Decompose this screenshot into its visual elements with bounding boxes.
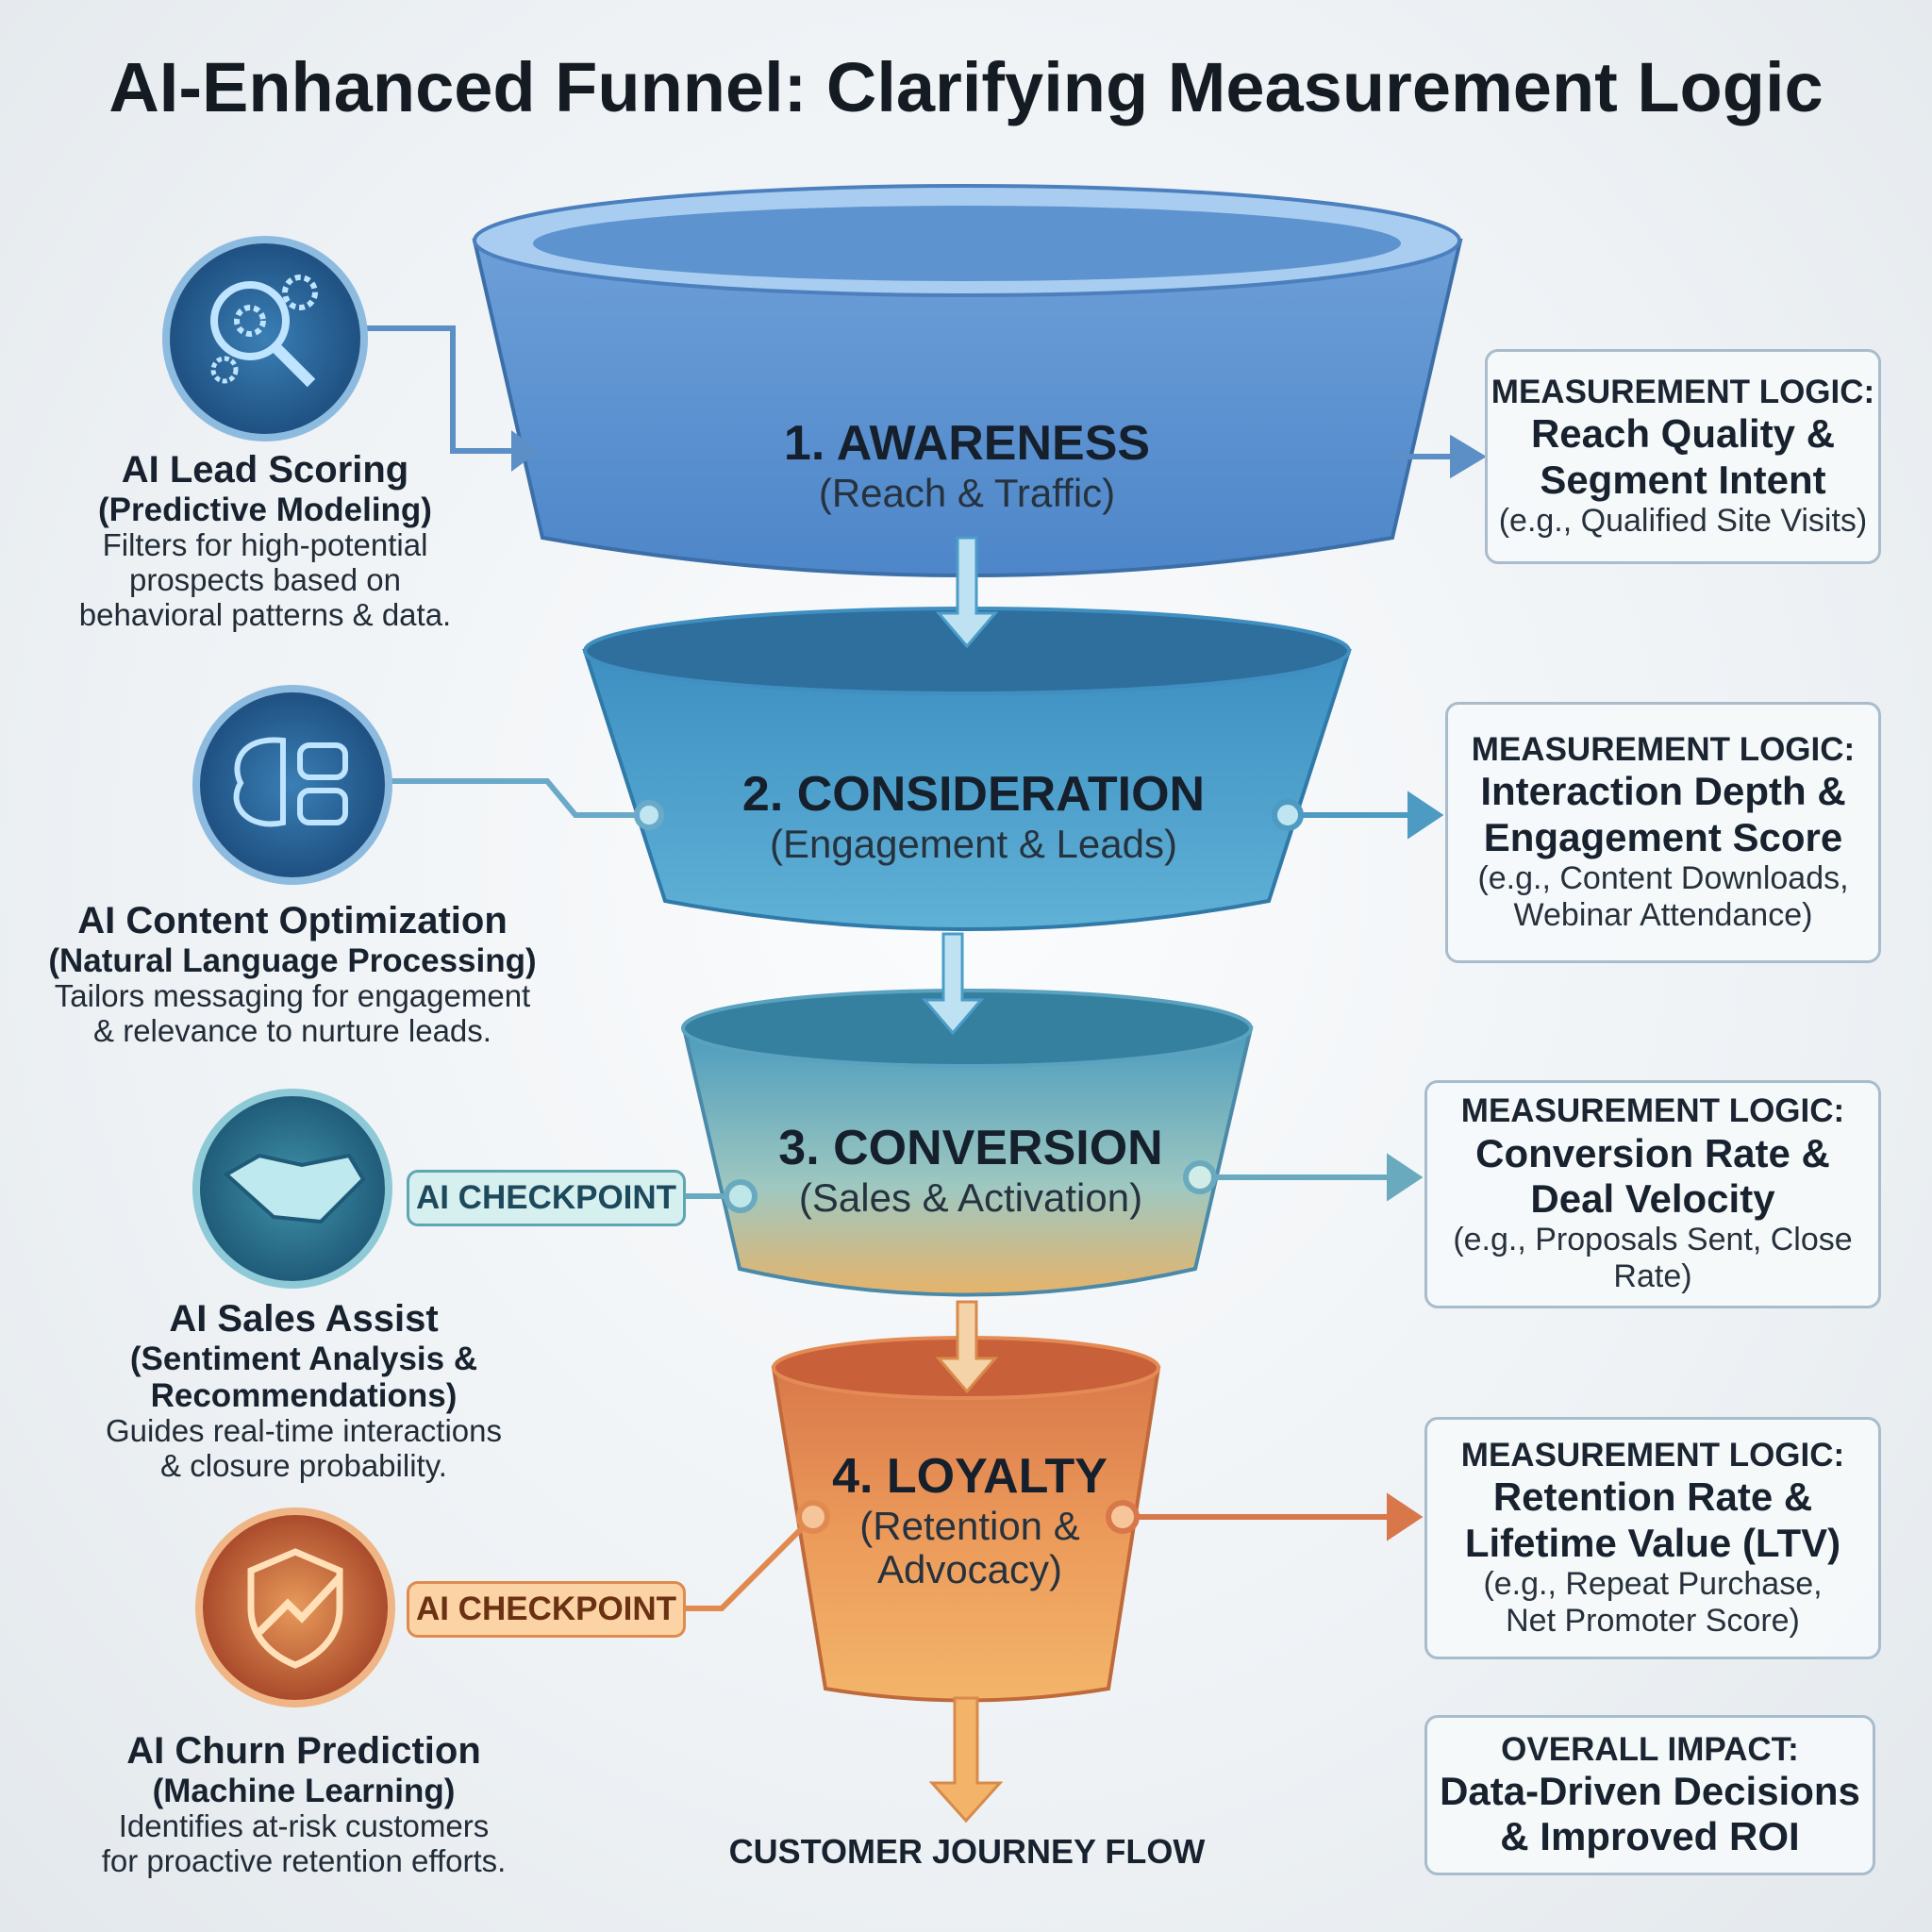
box-metric: & Improved ROI [1500,1814,1800,1859]
funnel-layer-consideration [582,607,1352,931]
stage-subtitle: (Retention & [859,1504,1080,1548]
brain-chat-icon [192,685,392,885]
box-metric: Retention Rate & [1492,1474,1813,1520]
stage-loyalty: 4. LOYALTY(Retention &Advocacy) [832,1448,1108,1591]
stage-subtitle: (Sales & Activation) [798,1175,1143,1220]
box-metric: Segment Intent [1540,457,1826,502]
box-header: OVERALL IMPACT: [1501,1730,1799,1768]
stage-conversion: 3. CONVERSION(Sales & Activation) [778,1120,1162,1220]
measurement-box-conversion: MEASUREMENT LOGIC:Conversion Rate &Deal … [1424,1080,1881,1308]
tool-title: AI Churn Prediction [126,1730,481,1772]
stage-subtitle: (Engagement & Leads) [770,822,1177,866]
box-header: MEASUREMENT LOGIC: [1460,1092,1845,1130]
gear-magnifier-icon [162,236,368,441]
box-example: (e.g., Repeat Purchase, [1483,1565,1823,1602]
tool-subtitle: (Natural Language Processing) [48,941,537,979]
tool-desc: for proactive retention efforts. [101,1842,507,1878]
box-example: (e.g., Qualified Site Visits) [1498,502,1868,539]
tool-title: AI Sales Assist [169,1298,439,1340]
tool-subtitle: (Machine Learning) [152,1772,456,1809]
tool-subtitle: Recommendations) [150,1376,458,1414]
handshake-icon [192,1089,392,1289]
measurement-box-loyalty: MEASUREMENT LOGIC:Retention Rate &Lifeti… [1424,1417,1881,1659]
box-example: (e.g., Proposals Sent, Close Rate) [1453,1222,1853,1295]
stage-awareness: 1. AWARENESS(Reach & Traffic) [784,415,1150,515]
customer-journey-flow-label: CUSTOMER JOURNEY FLOW [728,1832,1206,1871]
stage-title: 1. AWARENESS [783,416,1151,471]
stage-consideration: 2. CONSIDERATION(Engagement & Leads) [742,766,1205,866]
flow-arrows [921,536,1004,1824]
ai-lead-scoring: AI Lead Scoring(Predictive Modeling)Filt… [79,449,451,633]
tool-subtitle: (Sentiment Analysis & [129,1340,478,1377]
funnel-layer-conversion [681,989,1254,1297]
box-metric: Reach Quality & [1530,411,1836,457]
box-header: MEASUREMENT LOGIC: [1471,730,1856,768]
box-metric: Deal Velocity [1530,1176,1775,1222]
stage-title: 2. CONSIDERATION [741,767,1206,822]
box-example: Webinar Attendance) [1513,896,1813,933]
page-title: AI-Enhanced Funnel: Clarifying Measureme… [108,48,1824,126]
tool-desc: behavioral patterns & data. [78,596,452,632]
tool-title: AI Lead Scoring [121,449,409,491]
box-metric: Engagement Score [1483,814,1843,859]
stage-title: 3. CONVERSION [778,1121,1163,1175]
ai-checkpoint-badge: AI CHECKPOINT [407,1581,686,1638]
stage-title: 4. LOYALTY [832,1449,1108,1504]
funnel-layer-awareness [472,184,1463,577]
tool-desc: Identifies at-risk customers [118,1807,490,1843]
shield-trend-icon [195,1507,395,1707]
overall-impact-box: OVERALL IMPACT:Data-Driven Decisions& Im… [1424,1715,1875,1875]
tool-desc: & relevance to nurture leads. [93,1012,491,1048]
tool-desc: prospects based on [128,561,402,597]
box-example: (e.g., Content Downloads, [1477,859,1849,896]
ai-content-optimization: AI Content Optimization(Natural Language… [48,900,536,1049]
box-metric: Conversion Rate & [1475,1130,1830,1175]
box-metric: Data-Driven Decisions [1440,1768,1860,1813]
measurement-box-consideration: MEASUREMENT LOGIC:Interaction Depth &Eng… [1445,702,1881,963]
box-header: MEASUREMENT LOGIC: [1460,1436,1845,1474]
ai-checkpoint-badge: AI CHECKPOINT [407,1170,686,1226]
tool-desc: Filters for high-potential [102,526,428,562]
measurement-box-awareness: MEASUREMENT LOGIC:Reach Quality &Segment… [1485,349,1881,564]
stage-subtitle: Advocacy) [876,1547,1063,1592]
ai-sales-assist: AI Sales Assist(Sentiment Analysis &Reco… [106,1298,502,1484]
tool-desc: Tailors messaging for engagement [54,977,531,1013]
tool-subtitle: (Predictive Modeling) [98,491,432,528]
tool-title: AI Content Optimization [77,900,508,941]
box-metric: Interaction Depth & [1480,769,1846,814]
tool-desc: & closure probability. [160,1448,447,1484]
tool-desc: Guides real-time interactions [105,1413,503,1449]
box-metric: Lifetime Value (LTV) [1464,1520,1841,1565]
box-header: MEASUREMENT LOGIC: [1491,374,1875,411]
ai-churn-prediction: AI Churn Prediction(Machine Learning)Ide… [102,1730,507,1879]
box-example: Net Promoter Score) [1506,1602,1800,1639]
stage-subtitle: (Reach & Traffic) [818,471,1116,515]
